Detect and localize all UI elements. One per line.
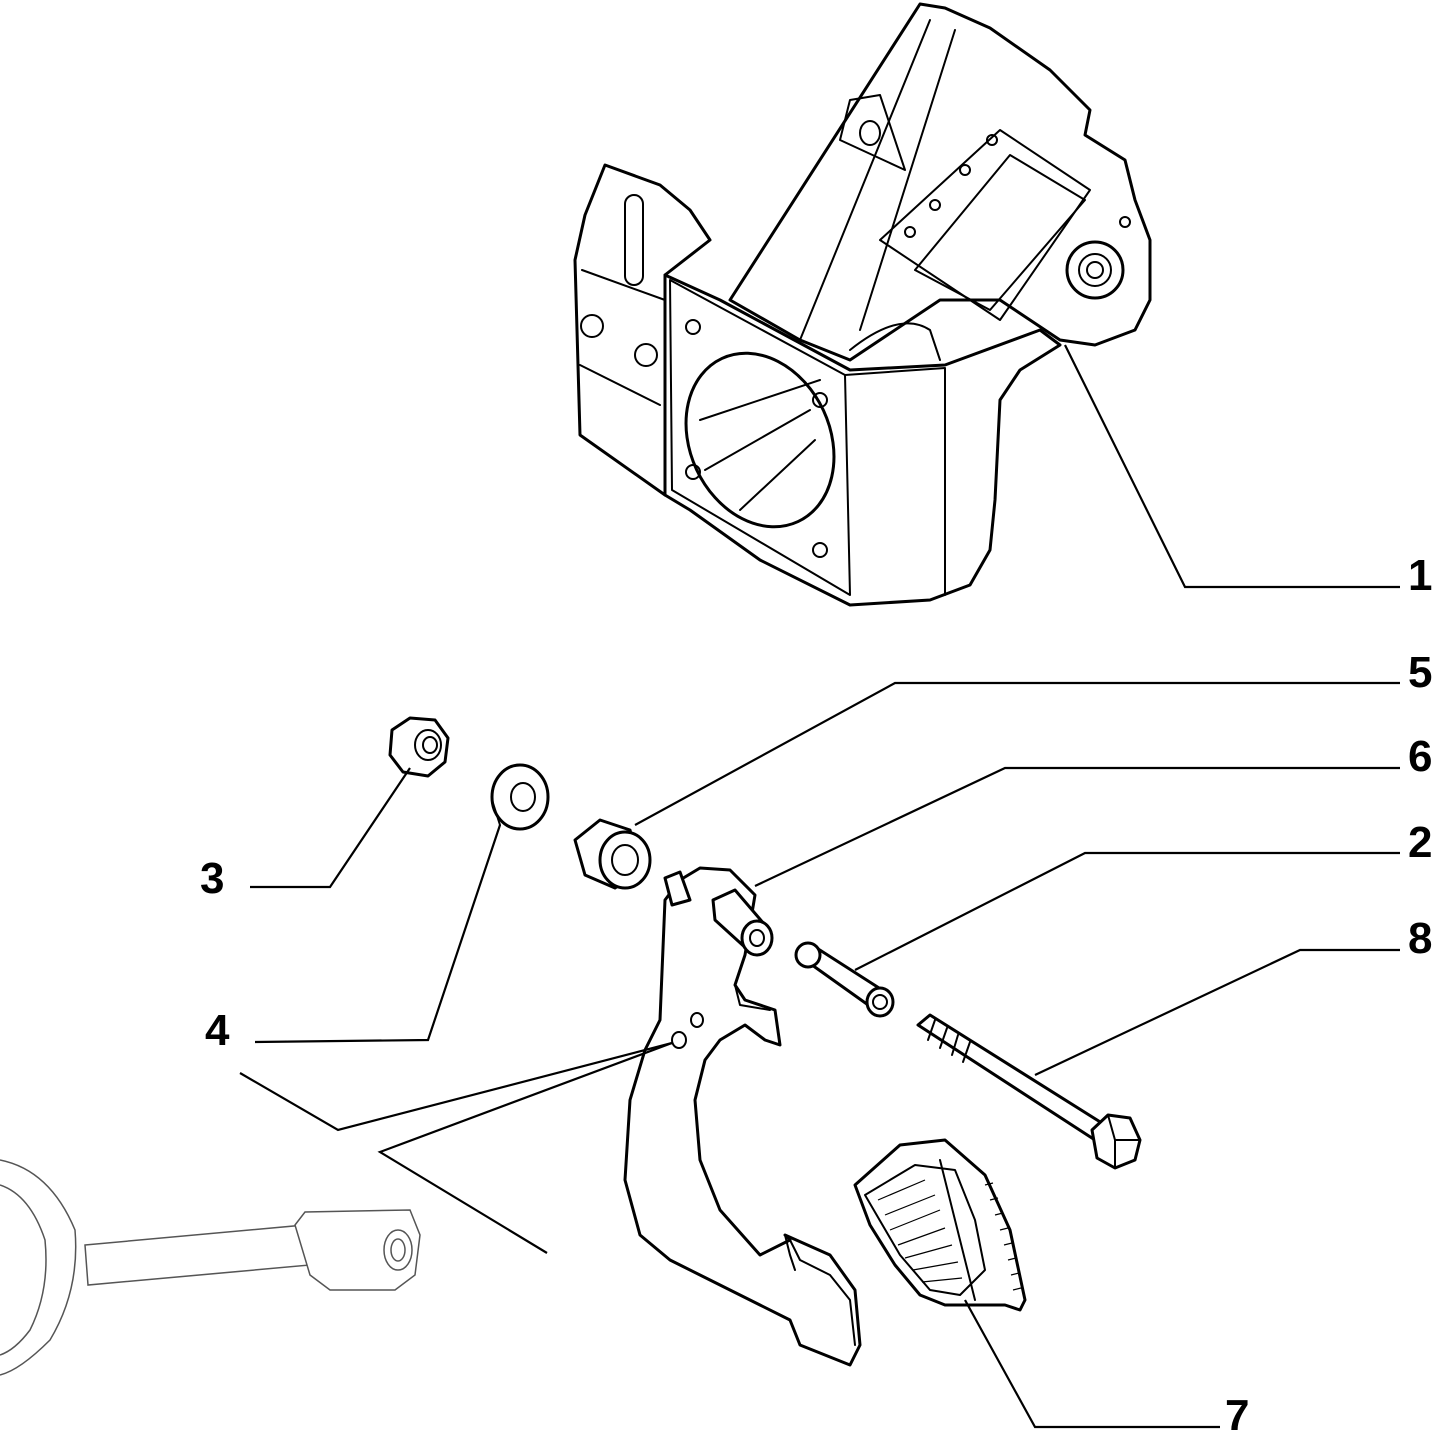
spacer-tube-part-2 xyxy=(794,941,895,1018)
pedal-bracket-part-1 xyxy=(573,2,1152,607)
callout-1: 1 xyxy=(1408,551,1432,600)
leader-5 xyxy=(634,681,1400,826)
leader-2 xyxy=(854,851,1400,971)
pedal-lever-part-6 xyxy=(623,866,862,1367)
callout-7: 7 xyxy=(1225,1391,1249,1433)
master-cylinder-rod xyxy=(0,1159,421,1376)
callout-6: 6 xyxy=(1408,732,1432,781)
leader-6 xyxy=(754,766,1400,887)
callout-4: 4 xyxy=(205,1006,230,1055)
leader-3 xyxy=(250,767,411,889)
washer-part-4 xyxy=(490,763,550,831)
leader-4 xyxy=(254,824,502,1044)
leader-mc-lower xyxy=(377,1041,673,1254)
bolt-part-8 xyxy=(916,1013,1142,1170)
pedal-pad-part-7 xyxy=(853,1138,1027,1312)
leader-mc-upper xyxy=(239,1041,673,1132)
callout-5: 5 xyxy=(1408,648,1432,697)
callout-numbers: 1 5 6 2 8 3 4 7 xyxy=(200,551,1432,1433)
leader-8 xyxy=(1034,948,1400,1076)
nut-part-3 xyxy=(388,716,450,778)
callout-8: 8 xyxy=(1408,914,1432,963)
leader-lines xyxy=(239,344,1400,1429)
bushing-part-5 xyxy=(573,818,652,890)
leader-7 xyxy=(964,1299,1220,1429)
callout-2: 2 xyxy=(1408,818,1432,867)
callout-3: 3 xyxy=(200,854,224,903)
leader-1 xyxy=(1064,344,1400,589)
